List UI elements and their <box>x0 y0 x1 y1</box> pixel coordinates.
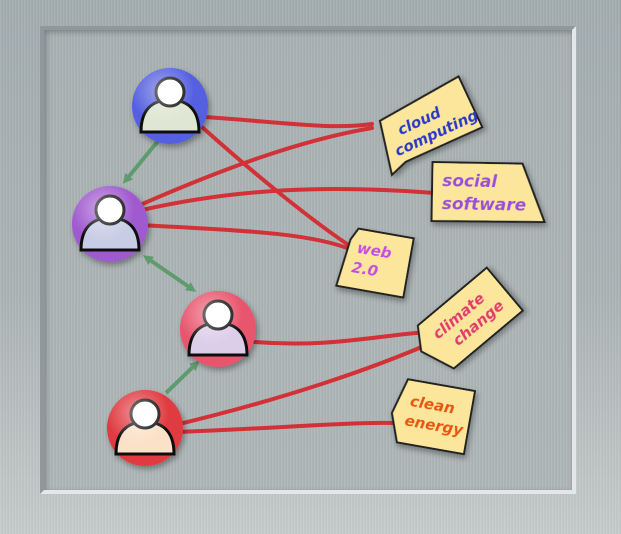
tag-shape <box>430 161 546 224</box>
link-line <box>138 126 374 207</box>
link-line <box>173 338 440 427</box>
tag-climate-change[interactable]: climate change <box>407 266 525 378</box>
link-line <box>176 420 396 434</box>
relationship-arrow <box>164 360 200 395</box>
tag-notes: cloud computing social software web 2.0 <box>335 75 546 456</box>
tag-label-line: 2.0 <box>350 258 379 280</box>
relationship-arrow <box>142 255 197 292</box>
tag-social-software[interactable]: social software <box>430 161 546 224</box>
avatar-gloss <box>180 291 256 367</box>
link-line <box>253 330 430 346</box>
tag-web-2-0[interactable]: web 2.0 <box>335 227 415 299</box>
tag-cloud-computing[interactable]: cloud computing <box>366 75 485 177</box>
person-avatar-1[interactable] <box>132 68 208 144</box>
tag-label: web 2.0 <box>350 238 398 283</box>
link-line <box>138 223 354 252</box>
relationship-arrow <box>122 139 160 184</box>
tag-shape <box>378 75 484 177</box>
tag-label: social software <box>442 171 527 215</box>
avatar-gloss <box>107 390 183 466</box>
relationship-arrows <box>122 139 200 395</box>
tag-shape <box>335 227 415 299</box>
person-avatar-3[interactable] <box>180 291 256 367</box>
tag-shape <box>416 266 525 370</box>
link-line <box>200 125 358 252</box>
link-lines <box>138 115 440 434</box>
tag-shape <box>390 378 477 456</box>
link-line <box>140 186 436 212</box>
person-avatar-2[interactable] <box>72 186 148 262</box>
tag-label-line: web <box>356 239 394 263</box>
tag-clean-energy[interactable]: clean energy <box>387 378 477 456</box>
avatar-gloss <box>132 68 208 144</box>
avatar-gloss <box>72 186 148 262</box>
people <box>72 68 256 466</box>
link-line <box>203 115 374 129</box>
tag-label-line: social <box>442 171 499 192</box>
tag-label-line: software <box>442 194 527 215</box>
person-avatar-4[interactable] <box>107 390 183 466</box>
